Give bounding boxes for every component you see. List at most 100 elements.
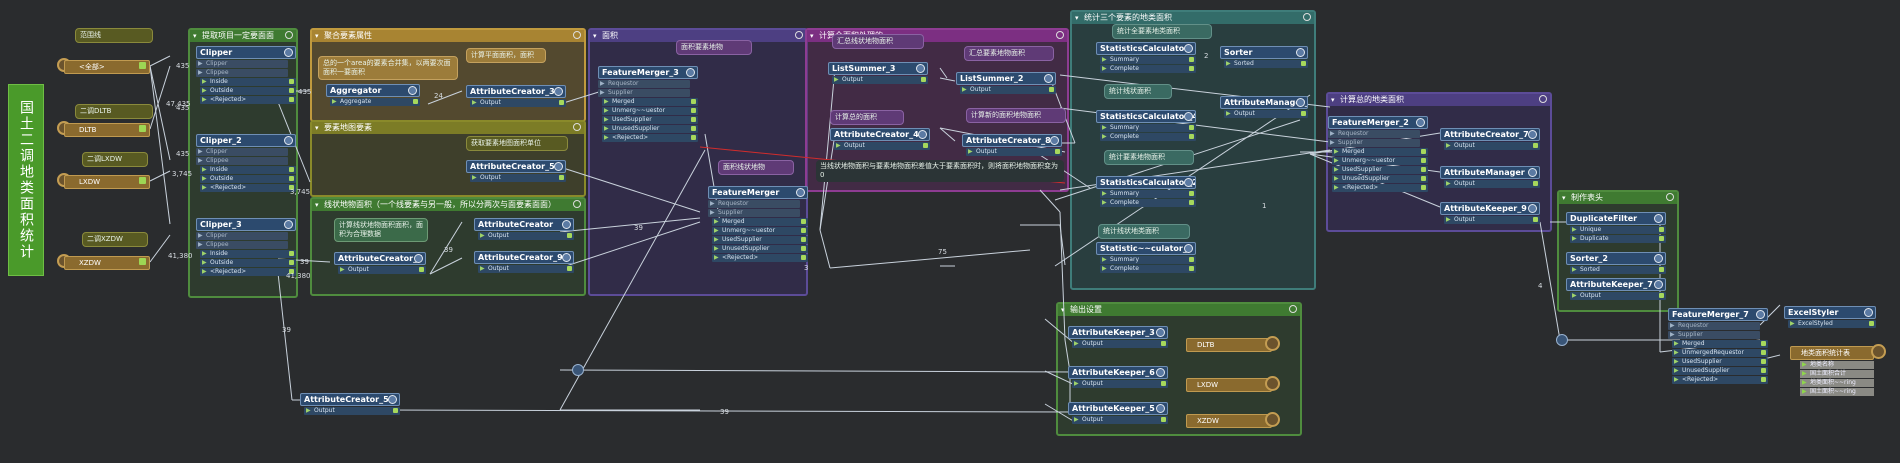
transformer-header[interactable]: StatisticsCalculator: [1096, 42, 1196, 55]
output-port[interactable]: Unmerg~~uestor: [602, 107, 698, 115]
note-aggregate[interactable]: 总的一个area的要素合并集，以两要次面面积一要面积: [318, 56, 458, 80]
sheet-row[interactable]: 国土面积合计: [1800, 370, 1874, 378]
list-summer-2[interactable]: ListSummer_2 Output: [956, 72, 1056, 94]
output-port[interactable]: Output: [1072, 340, 1168, 348]
transformer-header[interactable]: AttributeKeeper_6: [1068, 366, 1168, 379]
junction-node[interactable]: [1556, 334, 1568, 346]
attribute-manager-3[interactable]: AttributeManager_3 Output: [1220, 96, 1308, 118]
attribute-creator-9[interactable]: AttributeCreator_9 Output: [474, 251, 574, 273]
reader-dltb[interactable]: DLTB: [57, 121, 150, 137]
statistics-calculator-4[interactable]: StatisticsCalculator_4 Summary Complete: [1096, 110, 1196, 141]
output-port[interactable]: Inside: [200, 78, 296, 86]
gear-icon[interactable]: [795, 31, 803, 39]
clipper[interactable]: Clipper Clipper Clippee Inside Outside <…: [196, 46, 296, 104]
output-port[interactable]: Outside: [200, 259, 296, 267]
output-port[interactable]: Unique: [1570, 226, 1666, 234]
input-port[interactable]: Clippee: [196, 241, 288, 249]
output-port[interactable]: Unmerg~~uestor: [712, 227, 808, 235]
writer-dltb[interactable]: DLTB: [1186, 336, 1280, 352]
transformer-header[interactable]: Sorter_2: [1566, 252, 1666, 265]
feature-merger-2[interactable]: FeatureMerger_2 Requestor Supplier Merge…: [1328, 116, 1428, 192]
note-stats-all[interactable]: 统计全要素地类面积: [1112, 24, 1212, 39]
output-port[interactable]: Output: [834, 142, 930, 150]
output-port[interactable]: UnusedSupplier: [1332, 175, 1428, 183]
output-port[interactable]: <Rejected>: [602, 134, 698, 142]
output-port[interactable]: Complete: [1100, 65, 1196, 73]
output-port[interactable]: Outside: [200, 175, 296, 183]
transformer-header[interactable]: Clipper_2: [196, 134, 296, 147]
gear-icon[interactable]: [285, 31, 293, 39]
bookmark-area-attr[interactable]: 要素地图要素: [310, 120, 586, 197]
output-port[interactable]: Summary: [1100, 256, 1196, 264]
transformer-header[interactable]: AttributeCreator_5: [300, 393, 400, 406]
output-port[interactable]: Output: [304, 407, 400, 415]
output-port[interactable]: UnmergedRequestor: [1672, 349, 1768, 357]
output-port[interactable]: Output: [1072, 380, 1168, 388]
output-port[interactable]: <Rejected>: [200, 96, 296, 104]
reader-lxdw[interactable]: LXDW: [57, 173, 150, 189]
transformer-header[interactable]: AttributeCreator_7: [1440, 128, 1540, 141]
input-port[interactable]: Requestor: [1328, 130, 1420, 138]
input-port[interactable]: Supplier: [1328, 139, 1420, 147]
gear-icon[interactable]: [573, 200, 581, 208]
transformer-header[interactable]: AttributeCreator_9: [474, 251, 574, 264]
feature-merger-7[interactable]: FeatureMerger_7 Requestor Supplier Merge…: [1668, 308, 1768, 384]
note-area[interactable]: 计算平面面积，面积: [466, 48, 546, 63]
sheet-row[interactable]: 地类面积~~ring: [1800, 379, 1874, 387]
output-port[interactable]: Output: [1444, 142, 1540, 150]
gear-icon[interactable]: [1303, 13, 1311, 21]
output-port[interactable]: Unmerg~~uestor: [1332, 157, 1428, 165]
output-port[interactable]: Sorted: [1224, 60, 1308, 68]
attribute-creator-3[interactable]: AttributeCreator_3 Output: [466, 85, 566, 107]
output-port[interactable]: Output: [1072, 416, 1168, 424]
output-port[interactable]: Output: [478, 232, 574, 240]
transformer-header[interactable]: StatisticsCalculator_4: [1096, 110, 1196, 123]
output-port[interactable]: UsedSupplier: [602, 116, 698, 124]
output-port[interactable]: Output: [470, 99, 566, 107]
attribute-keeper-6[interactable]: AttributeKeeper_6 Output: [1068, 366, 1168, 388]
sorter[interactable]: Sorter Sorted: [1220, 46, 1308, 68]
transformer-header[interactable]: DuplicateFilter: [1566, 212, 1666, 225]
statistics-calculator[interactable]: StatisticsCalculator Summary Complete: [1096, 42, 1196, 73]
note-area-unit[interactable]: 获取要素地图面积单位: [466, 136, 568, 151]
transformer-header[interactable]: AttributeCreator_5: [466, 160, 566, 173]
gear-icon[interactable]: [1056, 31, 1064, 39]
note-sum-area[interactable]: 计算总的面积: [830, 110, 904, 125]
statistics-calculator-2[interactable]: StatisticsCalculator_2 Summary Complete: [1096, 176, 1196, 207]
attribute-creator-5[interactable]: AttributeCreator_5 Output: [466, 160, 566, 182]
output-port[interactable]: Inside: [200, 166, 296, 174]
attribute-keeper-3[interactable]: AttributeKeeper_3 Output: [1068, 326, 1168, 348]
reader-output-port[interactable]: [139, 62, 146, 69]
transformer-header[interactable]: Sorter: [1220, 46, 1308, 59]
reader-boundary[interactable]: <全部>: [57, 58, 150, 74]
input-port[interactable]: Supplier: [598, 89, 690, 97]
transformer-header[interactable]: AttributeCreator_8: [962, 134, 1062, 147]
writer-lxdw[interactable]: LXDW: [1186, 376, 1280, 392]
output-port[interactable]: Duplicate: [1570, 235, 1666, 243]
sheet-row[interactable]: 地类名称: [1800, 361, 1874, 369]
note-new-area[interactable]: 计算新的面积地物面积: [966, 108, 1066, 123]
note-merge-linear[interactable]: 面积线状地物: [718, 160, 794, 175]
transformer-header[interactable]: AttributeCreator_3: [466, 85, 566, 98]
output-port[interactable]: Output: [1224, 110, 1308, 118]
input-port[interactable]: Requestor: [598, 80, 690, 88]
output-port[interactable]: UnusedSupplier: [712, 245, 808, 253]
output-port[interactable]: Summary: [1100, 56, 1196, 64]
output-port[interactable]: Summary: [1100, 190, 1196, 198]
output-port[interactable]: Merged: [712, 218, 808, 226]
output-port[interactable]: Output: [1444, 216, 1540, 224]
attribute-creator-5-lower[interactable]: AttributeCreator_5 Output: [300, 393, 400, 415]
output-port[interactable]: Output: [832, 76, 928, 84]
duplicate-filter[interactable]: DuplicateFilter Unique Duplicate: [1566, 212, 1666, 243]
gear-icon[interactable]: [1289, 305, 1297, 313]
output-port[interactable]: <Rejected>: [1332, 184, 1428, 192]
writer-xzdw[interactable]: XZDW: [1186, 412, 1280, 428]
note-stats-line[interactable]: 统计线状面积: [1104, 84, 1172, 99]
output-port[interactable]: Complete: [1100, 199, 1196, 207]
sheet-row[interactable]: 国土面积~~ring: [1800, 388, 1874, 396]
sorter-2[interactable]: Sorter_2 Sorted: [1566, 252, 1666, 274]
reader-output-port[interactable]: [139, 177, 146, 184]
output-port[interactable]: Output: [338, 266, 426, 274]
transformer-header[interactable]: StatisticsCalculator_2: [1096, 176, 1196, 189]
transformer-header[interactable]: ListSummer_2: [956, 72, 1056, 85]
